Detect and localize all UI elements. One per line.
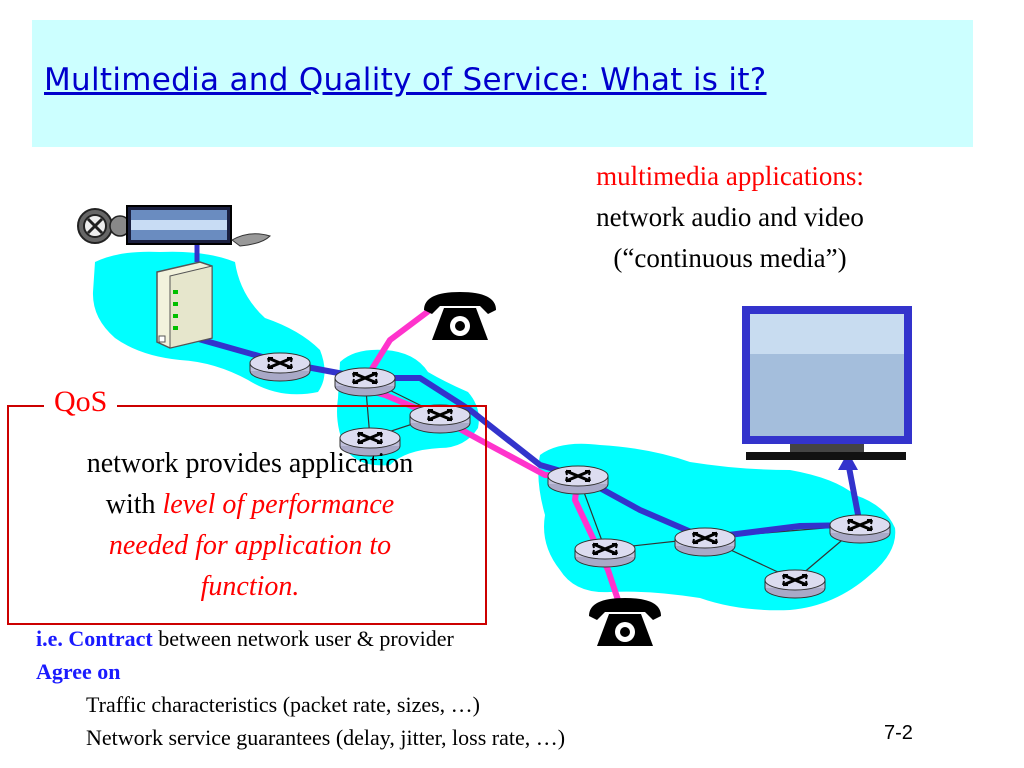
qos-line2: with level of performance bbox=[30, 484, 470, 525]
multimedia-caption: multimedia applications: network audio a… bbox=[520, 156, 940, 279]
router-icon bbox=[408, 403, 472, 435]
qos-box bbox=[7, 405, 487, 625]
agree-item-guarantees: Network service guarantees (delay, jitte… bbox=[86, 725, 566, 750]
router-icon bbox=[763, 568, 827, 600]
contract-section: i.e. Contract between network user & pro… bbox=[36, 622, 565, 754]
router-icon bbox=[573, 537, 637, 569]
telephone-icon bbox=[424, 292, 496, 340]
telephone-icon bbox=[589, 598, 661, 646]
agree-item-traffic: Traffic characteristics (packet rate, si… bbox=[86, 692, 480, 717]
qos-line2-prefix: with bbox=[105, 489, 163, 520]
film-projector-icon bbox=[77, 205, 271, 247]
multimedia-heading: multimedia applications: bbox=[596, 161, 864, 191]
multimedia-line2: (“continuous media”) bbox=[613, 243, 847, 273]
router-icon bbox=[828, 513, 892, 545]
router-icon bbox=[333, 366, 397, 398]
qos-line4: function. bbox=[200, 571, 300, 602]
media-server-icon bbox=[156, 261, 213, 349]
router-icon bbox=[248, 351, 312, 383]
slide-title: Multimedia and Quality of Service: What … bbox=[44, 62, 767, 98]
qos-label: QoS bbox=[44, 385, 118, 419]
network-cloud-right bbox=[538, 443, 896, 611]
page-number: 7-2 bbox=[884, 722, 913, 744]
agree-on-label: Agree on bbox=[36, 659, 121, 684]
title-band bbox=[32, 20, 973, 147]
qos-description: network provides application with level … bbox=[30, 443, 470, 607]
router-icon bbox=[546, 464, 610, 496]
contract-line: i.e. Contract between network user & pro… bbox=[36, 622, 565, 655]
monitor-icon bbox=[742, 306, 912, 460]
blue-arrow-head bbox=[838, 452, 858, 470]
qos-line3: needed for application to bbox=[108, 530, 392, 561]
multimedia-line1: network audio and video bbox=[596, 202, 864, 232]
qos-line1: network provides application bbox=[86, 448, 414, 479]
router-icon bbox=[673, 526, 737, 558]
qos-line2-italic: level of performance bbox=[162, 489, 395, 520]
contract-text: between network user & provider bbox=[152, 626, 454, 651]
contract-label: i.e. Contract bbox=[36, 626, 153, 651]
